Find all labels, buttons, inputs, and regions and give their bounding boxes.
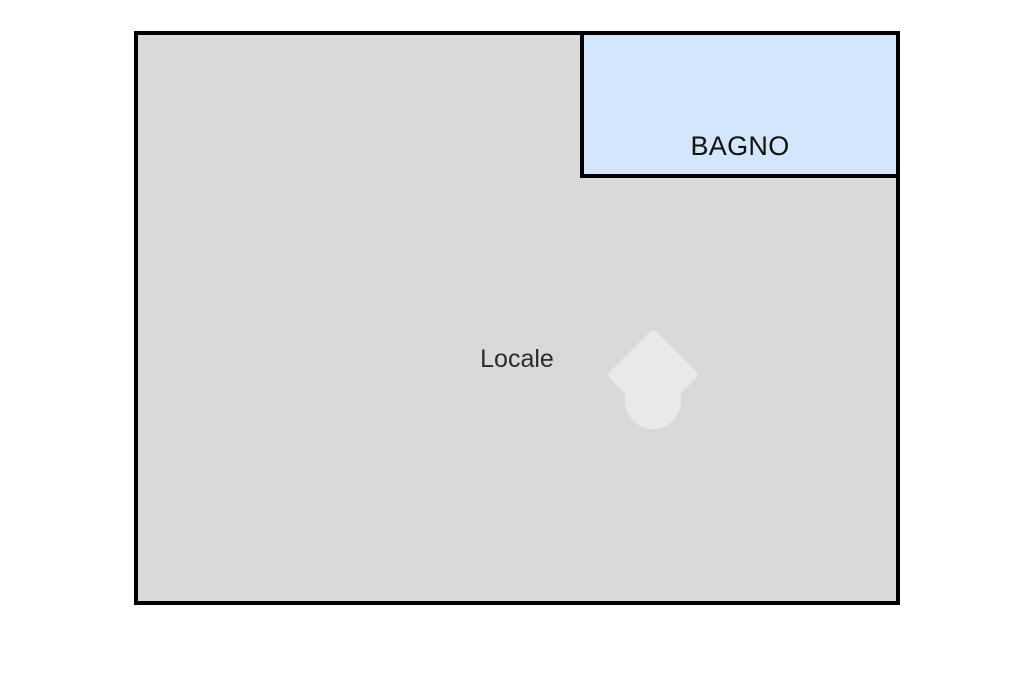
room-bagno[interactable]: BAGNO — [580, 31, 900, 178]
room-label-bagno: BAGNO — [690, 131, 790, 161]
diamond-icon — [606, 328, 700, 422]
room-label-locale: Locale — [480, 345, 554, 373]
watermark-logo — [606, 328, 700, 429]
circle-icon — [625, 373, 681, 429]
